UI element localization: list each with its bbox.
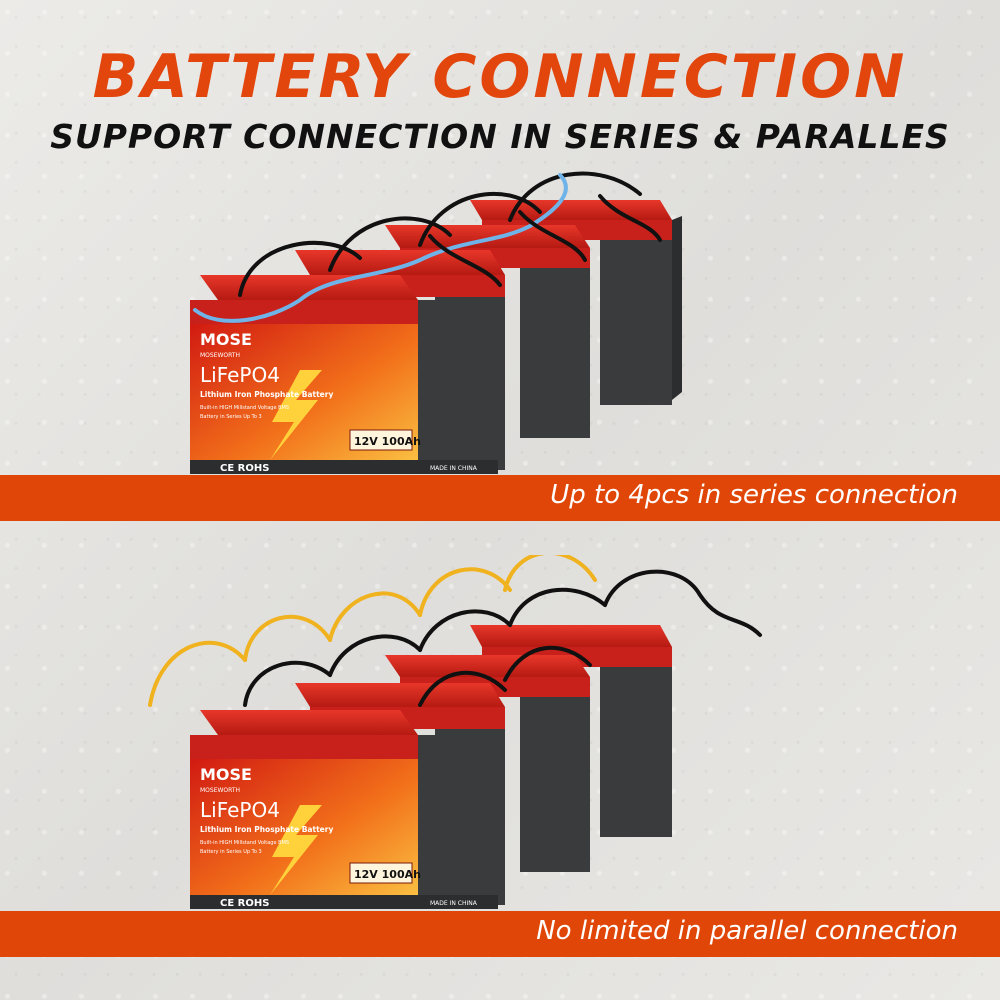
parallel-battery-brand: MOSE [200, 765, 252, 784]
parallel-battery-illustration: MOSE MOSEWORTH LiFePO4 Lithium Iron Phos… [148, 555, 762, 909]
parallel-battery-cert: CE ROHS [220, 898, 269, 909]
parallel-battery-origin: MADE IN CHINA [430, 900, 478, 907]
battery-origin: MADE IN CHINA [430, 465, 478, 472]
parallel-battery-description: Lithium Iron Phosphate Battery [200, 825, 333, 834]
parallel-battery-feature-1: Built-in HIGH Millstand Voltage BMS [200, 840, 289, 846]
parallel-banner-text: No limited in parallel connection [536, 916, 958, 946]
battery-feature-2: Battery in Series Up To 3 [200, 414, 262, 420]
series-wires [193, 171, 662, 323]
battery-front: MOSE MOSEWORTH LiFePO4 Lithium Iron Phos… [190, 275, 498, 474]
battery-cert: CE ROHS [220, 463, 269, 474]
parallel-banner: No limited in parallel connection [0, 911, 1000, 957]
parallel-battery-chemistry: LiFePO4 [200, 798, 280, 822]
parallel-wires [148, 555, 762, 707]
parallel-battery-brand-sub: MOSEWORTH [200, 787, 240, 794]
battery-feature-1: Built-in HIGH Millstand Voltage BMS [200, 405, 289, 411]
parallel-battery-back-3 [385, 655, 590, 872]
series-battery-illustration: MOSE MOSEWORTH LiFePO4 Lithium Iron Phos… [190, 171, 682, 474]
page-subtitle: SUPPORT CONNECTION IN SERIES & PARALLES [50, 117, 950, 156]
battery-chemistry: LiFePO4 [200, 363, 280, 387]
battery-brand: MOSE [200, 330, 252, 349]
series-banner: Up to 4pcs in series connection [0, 475, 1000, 521]
battery-brand-sub: MOSEWORTH [200, 352, 240, 359]
parallel-battery-feature-2: Battery in Series Up To 3 [200, 849, 262, 855]
parallel-battery-back-4 [470, 625, 672, 837]
battery-rating: 12V 100Ah [354, 435, 421, 448]
parallel-battery-rating: 12V 100Ah [354, 868, 421, 881]
page-title: BATTERY CONNECTION [92, 42, 908, 112]
series-banner-text: Up to 4pcs in series connection [550, 480, 958, 510]
battery-description: Lithium Iron Phosphate Battery [200, 390, 333, 399]
parallel-battery-front: MOSE MOSEWORTH LiFePO4 Lithium Iron Phos… [190, 710, 498, 909]
